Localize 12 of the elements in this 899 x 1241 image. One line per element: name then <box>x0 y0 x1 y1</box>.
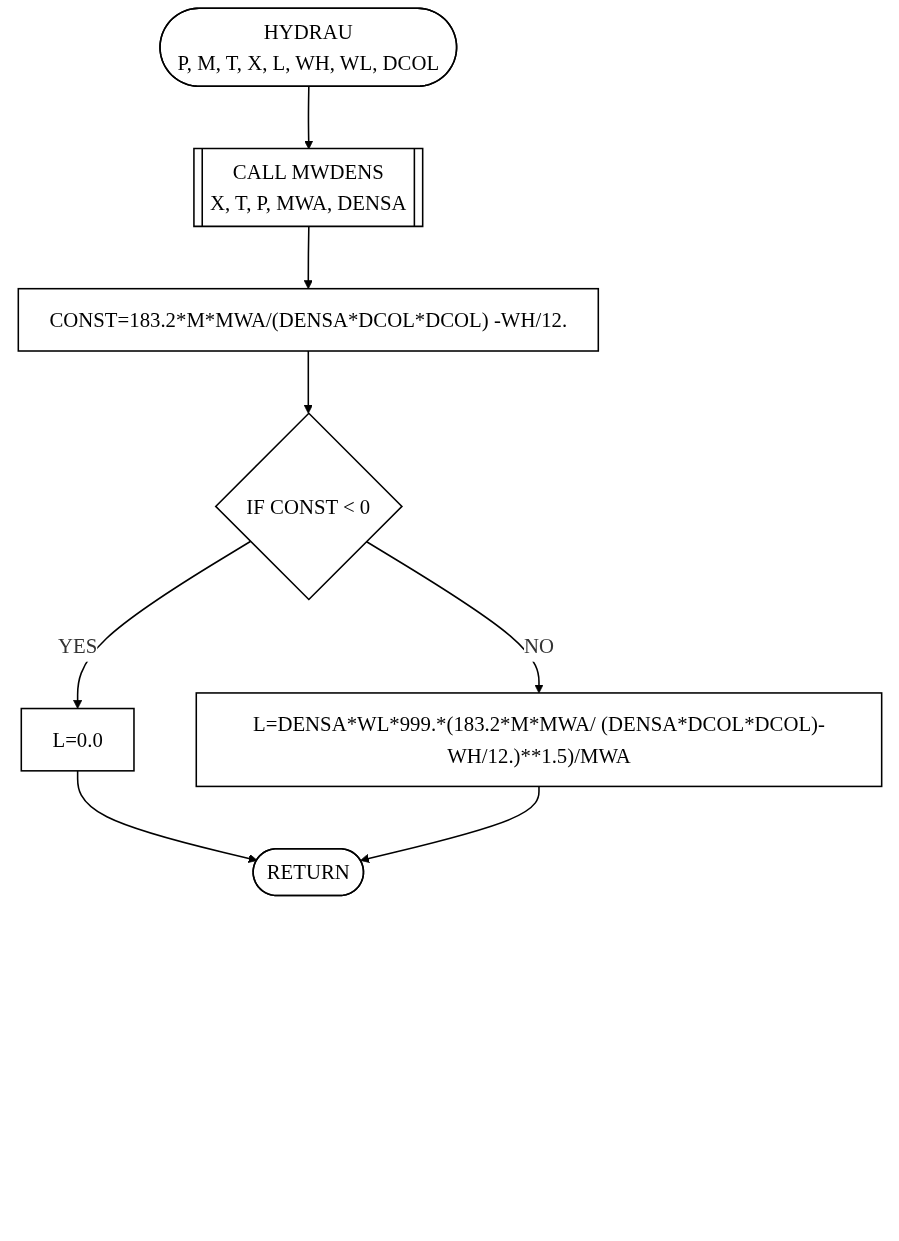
arrow <box>359 785 540 863</box>
arrow <box>76 770 258 863</box>
node-diamond: IF CONST < 0 <box>214 412 403 601</box>
node-box: L=DENSA*WL*999.*(183.2*M*MWA/ (DENSA*DCOL*DCOL)-WH/12.)**1.5)/MWA <box>195 692 882 788</box>
arrow <box>303 226 313 290</box>
edge-label: NO <box>523 634 554 658</box>
arrow <box>303 350 313 414</box>
arrow <box>365 540 544 694</box>
edge-label: YES <box>57 634 97 658</box>
node-box: L=0.0 <box>20 707 135 772</box>
node-box: CONST=183.2*M*MWA/(DENSA*DCOL*DCOL) -WH/12. <box>17 287 599 352</box>
arrow <box>72 540 251 709</box>
